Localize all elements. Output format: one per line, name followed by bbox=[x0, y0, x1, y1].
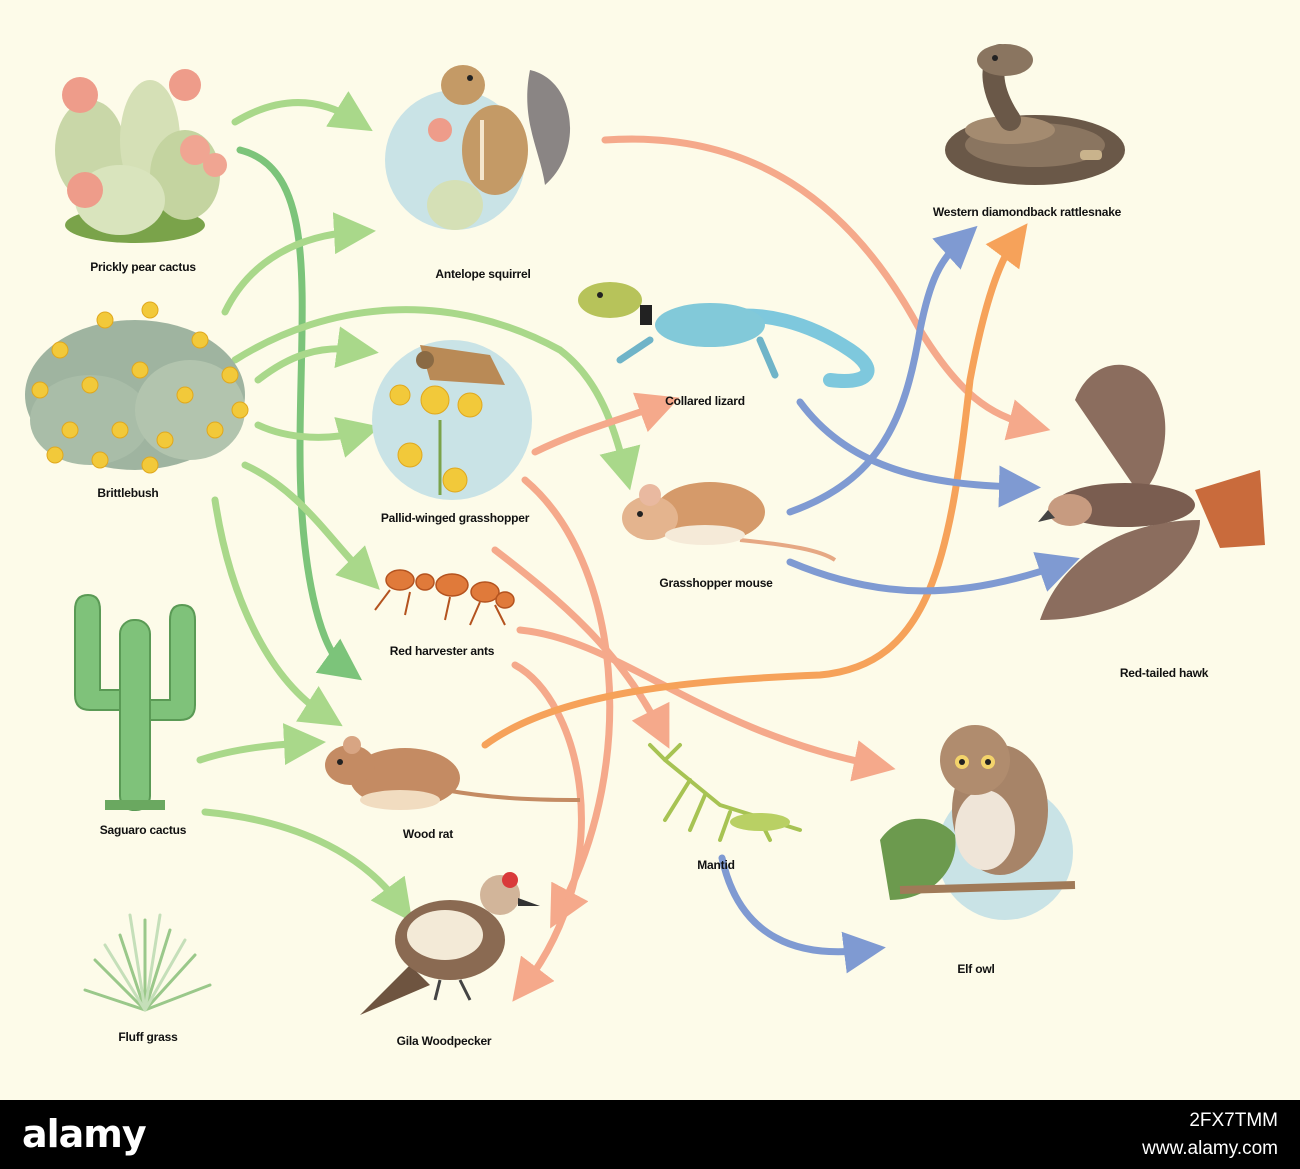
grasshopper-mouse-illustration bbox=[622, 482, 837, 562]
food-web-canvas bbox=[25, 44, 1265, 1015]
harvester-ants-illustration bbox=[374, 569, 515, 626]
food-web-diagram: Prickly pear cactus Antelope squirrel Br… bbox=[25, 44, 1265, 1048]
label-red-harvester-ants: Red harvester ants bbox=[389, 644, 495, 658]
label-wood-rat: Wood rat bbox=[402, 827, 454, 841]
arrow-pricklypear-squirrel bbox=[231, 91, 373, 132]
grasshopper-illustration bbox=[372, 340, 532, 500]
arrow-saguaro-woodrat bbox=[196, 723, 326, 766]
label-fluff-grass: Fluff grass bbox=[118, 1030, 178, 1044]
alamy-logo: alamy bbox=[22, 1112, 147, 1156]
arrow-brittlebush-ants bbox=[241, 461, 380, 590]
site-url: www.alamy.com bbox=[1142, 1138, 1278, 1159]
arrow-brittlebush-grasshopper bbox=[254, 326, 379, 384]
label-elf-owl: Elf owl bbox=[957, 962, 995, 976]
label-red-tailed-hawk: Red-tailed hawk bbox=[1119, 666, 1209, 680]
label-pallid-winged-grasshopper: Pallid-winged grasshopper bbox=[380, 511, 530, 525]
arrow-woodrat-rattlesnake bbox=[481, 223, 1028, 749]
arrow-brittlebush-squirrel bbox=[221, 212, 376, 316]
arrow-brittlebush-mouse bbox=[231, 306, 641, 491]
watermark-footer: alamy 2FX7TMM www.alamy.com bbox=[0, 1100, 1300, 1169]
arrow-ants-woodpecker bbox=[511, 661, 585, 1002]
arrow-brittlebush-woodrat bbox=[211, 496, 343, 727]
arrows-predators bbox=[718, 225, 1080, 974]
label-saguaro-cactus: Saguaro cactus bbox=[99, 823, 187, 837]
arrow-mouse-rattlesnake bbox=[786, 225, 978, 516]
label-gila-woodpecker: Gila Woodpecker bbox=[396, 1034, 492, 1048]
wood-rat-illustration bbox=[325, 736, 581, 810]
label-brittlebush: Brittlebush bbox=[97, 486, 159, 500]
prickly-pear-cactus-illustration bbox=[55, 69, 227, 243]
arrow-squirrel-hawk bbox=[601, 135, 1051, 441]
arrow-mantid-owl bbox=[718, 854, 886, 974]
brittlebush-illustration bbox=[25, 301, 249, 474]
collared-lizard-illustration bbox=[578, 282, 875, 388]
label-antelope-squirrel: Antelope squirrel bbox=[435, 267, 531, 281]
elf-owl-illustration bbox=[880, 725, 1076, 920]
label-collared-lizard: Collared lizard bbox=[665, 394, 745, 408]
label-prickly-pear-cactus: Prickly pear cactus bbox=[90, 260, 196, 274]
arrow-lizard-hawk bbox=[796, 398, 1041, 508]
arrow-mouse-hawk bbox=[786, 552, 1080, 595]
arrow-grasshopper-woodpecker bbox=[521, 476, 614, 929]
image-id: 2FX7TMM bbox=[1189, 1110, 1278, 1131]
saguaro-cactus-illustration bbox=[74, 593, 196, 811]
label-mantid: Mantid bbox=[697, 858, 735, 872]
arrow-saguaro-woodpecker bbox=[201, 808, 413, 922]
label-grasshopper-mouse: Grasshopper mouse bbox=[659, 576, 773, 590]
arrow-pricklypear-woodrat bbox=[236, 146, 363, 681]
fluff-grass-illustration bbox=[83, 913, 212, 1012]
antelope-squirrel-illustration bbox=[385, 65, 571, 230]
label-western-diamondback-rattlesnake: Western diamondback rattlesnake bbox=[932, 205, 1122, 219]
woodpecker-illustration bbox=[360, 872, 540, 1015]
arrow-brittlebush-grasshopper-2 bbox=[254, 417, 381, 458]
arrow-grasshopper-mantid bbox=[491, 546, 670, 749]
arrows-producers bbox=[196, 91, 641, 922]
red-tailed-hawk-illustration bbox=[1038, 364, 1265, 620]
arrows-consumers bbox=[481, 135, 1051, 1002]
rattlesnake-illustration bbox=[945, 44, 1125, 185]
arrow-grasshopper-lizard bbox=[531, 392, 680, 456]
mantid-illustration bbox=[648, 743, 802, 842]
